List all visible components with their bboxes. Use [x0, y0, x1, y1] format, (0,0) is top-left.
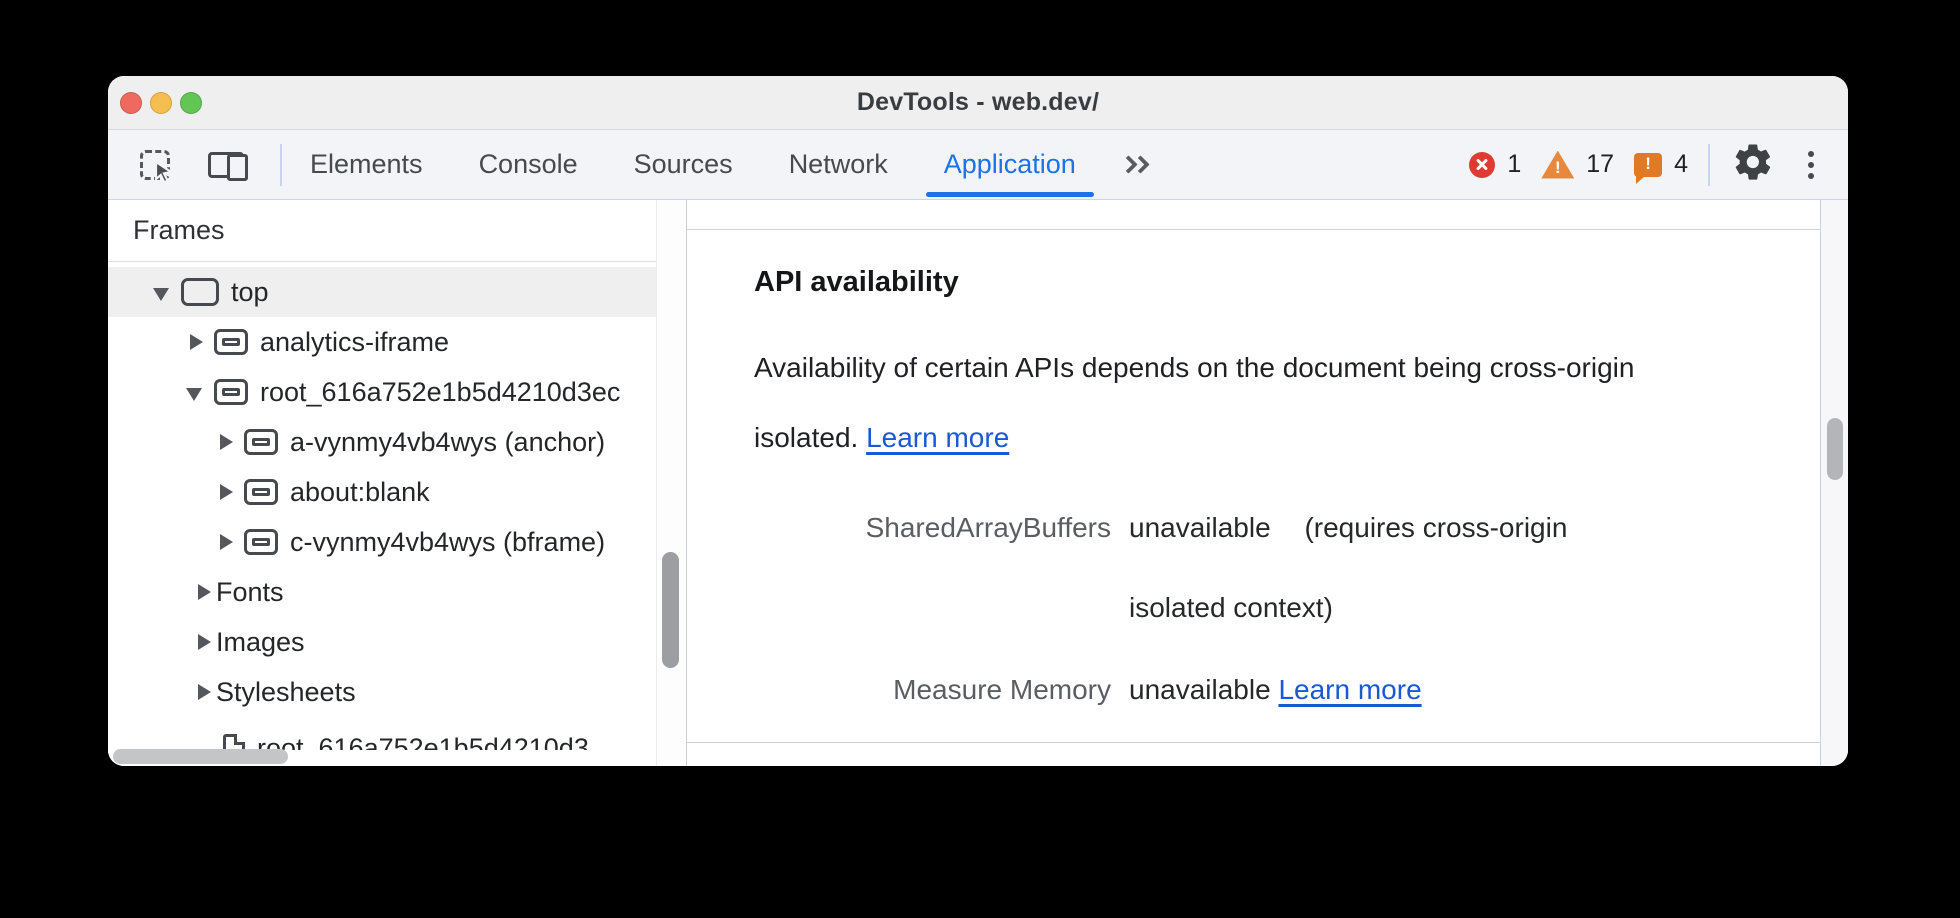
tree-item-label: about:blank [290, 476, 430, 507]
api-status: unavailable [1129, 512, 1271, 543]
toolbar-right-group: 1 ! 17 ! 4 [1469, 141, 1848, 188]
chevron-right-icon[interactable] [216, 484, 233, 500]
tree-item-label: c-vynmy4vb4wys (bframe) [290, 526, 606, 557]
iframe-icon [214, 379, 248, 405]
sidebar-horizontal-scrollbar[interactable] [113, 749, 288, 764]
chevron-right-icon[interactable] [216, 534, 233, 550]
tab-elements[interactable]: Elements [310, 149, 423, 179]
warning-icon[interactable]: ! [1541, 150, 1575, 179]
application-sidebar: Frames top analytics-iframe root_616a752… [108, 200, 687, 766]
tree-item-fonts[interactable]: Fonts [108, 567, 686, 617]
api-row-value: unavailable Learn more [1129, 650, 1567, 730]
learn-more-link[interactable]: Learn more [1278, 674, 1422, 705]
chevron-down-icon[interactable] [153, 284, 169, 301]
tab-application[interactable]: Application [916, 130, 1104, 200]
chevron-right-icon[interactable] [216, 434, 233, 450]
iframe-icon [244, 429, 278, 455]
description-line2: isolated. [754, 422, 859, 453]
window-titlebar: DevTools - web.dev/ [108, 76, 1848, 130]
section-divider-bottom [687, 742, 1820, 743]
chevron-down-icon[interactable] [186, 384, 202, 401]
chevron-right-icon[interactable] [194, 634, 211, 650]
tab-console[interactable]: Console [478, 149, 578, 179]
tree-item-top[interactable]: top [108, 267, 686, 317]
tree-item-label: Images [216, 626, 305, 657]
toolbar-divider [280, 143, 282, 186]
tree-item-about-blank[interactable]: about:blank [108, 467, 686, 517]
learn-more-link[interactable]: Learn more [866, 422, 1010, 453]
iframe-icon [214, 329, 248, 355]
cursor-arrow-icon [154, 159, 174, 184]
issues-icon[interactable]: ! [1634, 152, 1663, 184]
tree-item-images[interactable]: Images [108, 617, 686, 667]
main-vertical-scrollbar[interactable] [1827, 418, 1843, 480]
tree-item-label: top [231, 276, 269, 307]
sidebar-scrollbar-track [656, 200, 686, 766]
close-window-button[interactable] [120, 92, 142, 114]
frame-icon [181, 278, 219, 306]
frame-details-panel: API availability Availability of certain… [687, 200, 1848, 766]
error-icon[interactable] [1469, 151, 1496, 178]
frames-tree: top analytics-iframe root_616a752e1b5d42… [108, 262, 686, 766]
tree-item-label: root_616a752e1b5d4210d3ec [260, 376, 621, 407]
devtools-toolbar: Elements Console Sources Network Applica… [108, 130, 1848, 200]
minimize-window-button[interactable] [150, 92, 172, 114]
more-tabs-button[interactable] [1104, 130, 1165, 200]
window-title: DevTools - web.dev/ [856, 88, 1100, 116]
description-line1: Availability of certain APIs depends on … [754, 352, 1635, 383]
error-count[interactable]: 1 [1507, 150, 1522, 178]
api-status: unavailable [1129, 674, 1271, 705]
issues-count[interactable]: 4 [1674, 150, 1688, 178]
main-scrollbar-track [1820, 200, 1848, 766]
tree-item-label: Fonts [216, 576, 284, 607]
tree-item-stylesheets[interactable]: Stylesheets [108, 667, 686, 717]
tab-sources[interactable]: Sources [633, 149, 733, 179]
iframe-icon [244, 479, 278, 505]
tree-item-label: Stylesheets [216, 676, 356, 707]
api-row-label: Measure Memory [893, 674, 1111, 705]
tree-item-label: a-vynmy4vb4wys (anchor) [290, 426, 606, 457]
tree-item-bframe[interactable]: c-vynmy4vb4wys (bframe) [108, 517, 686, 567]
traffic-lights [120, 76, 202, 130]
devtools-window: DevTools - web.dev/ Elements Console Sou… [108, 76, 1848, 766]
api-availability-heading: API availability [754, 266, 959, 298]
chevron-right-icon[interactable] [194, 684, 211, 700]
zoom-window-button[interactable] [180, 92, 202, 114]
sidebar-vertical-scrollbar[interactable] [662, 552, 679, 668]
tree-item-label: analytics-iframe [260, 326, 450, 357]
chevron-right-icon[interactable] [194, 584, 211, 600]
api-rows: SharedArrayBuffers unavailable (requires… [754, 488, 1568, 730]
api-availability-description: Availability of certain APIs depends on … [754, 333, 1634, 473]
api-row-value: unavailable (requires cross-origin isola… [1129, 488, 1567, 648]
toggle-device-toolbar-icon[interactable] [208, 151, 248, 181]
tree-item-root-frame[interactable]: root_616a752e1b5d4210d3ec [108, 367, 686, 417]
toolbar-divider [1708, 143, 1710, 186]
chevron-right-icon[interactable] [186, 334, 203, 350]
tree-item-analytics-iframe[interactable]: analytics-iframe [108, 317, 686, 367]
api-status-note: isolated context) [1129, 592, 1333, 623]
tab-network[interactable]: Network [788, 149, 888, 179]
warning-count[interactable]: 17 [1586, 150, 1615, 178]
panel-tabs: Elements Console Sources Network Applica… [282, 130, 1165, 200]
settings-gear-icon[interactable] [1732, 141, 1774, 188]
api-status-note: (requires cross-origin [1304, 512, 1568, 543]
iframe-icon [244, 529, 278, 555]
devtools-content: Frames top analytics-iframe root_616a752… [108, 200, 1848, 766]
inspect-element-icon[interactable] [140, 149, 174, 184]
tree-item-anchor-frame[interactable]: a-vynmy4vb4wys (anchor) [108, 417, 686, 467]
more-options-menu-icon[interactable] [1800, 145, 1822, 185]
frames-section-header[interactable]: Frames [108, 200, 686, 262]
api-row-label: SharedArrayBuffers [865, 512, 1111, 543]
chevron-right-icon [1131, 155, 1150, 174]
section-divider-top [687, 200, 1820, 230]
